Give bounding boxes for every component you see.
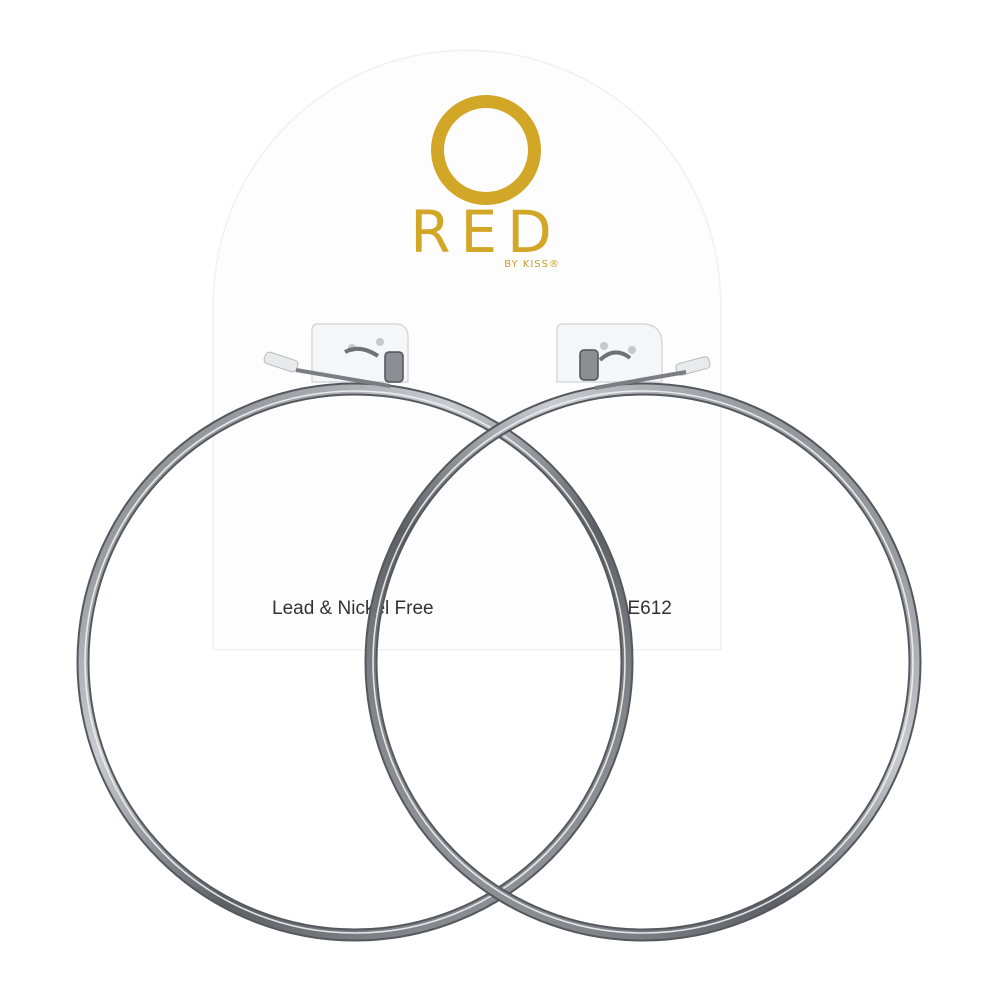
material-text: Lead & Nickel Free [272,598,434,619]
sku-text: JE612 [618,598,672,619]
hoop-earring-left [76,346,634,942]
brand-name: RED [410,198,562,266]
sub-brand: BY KISS® [504,259,560,270]
hoop-earring-right [364,349,922,942]
